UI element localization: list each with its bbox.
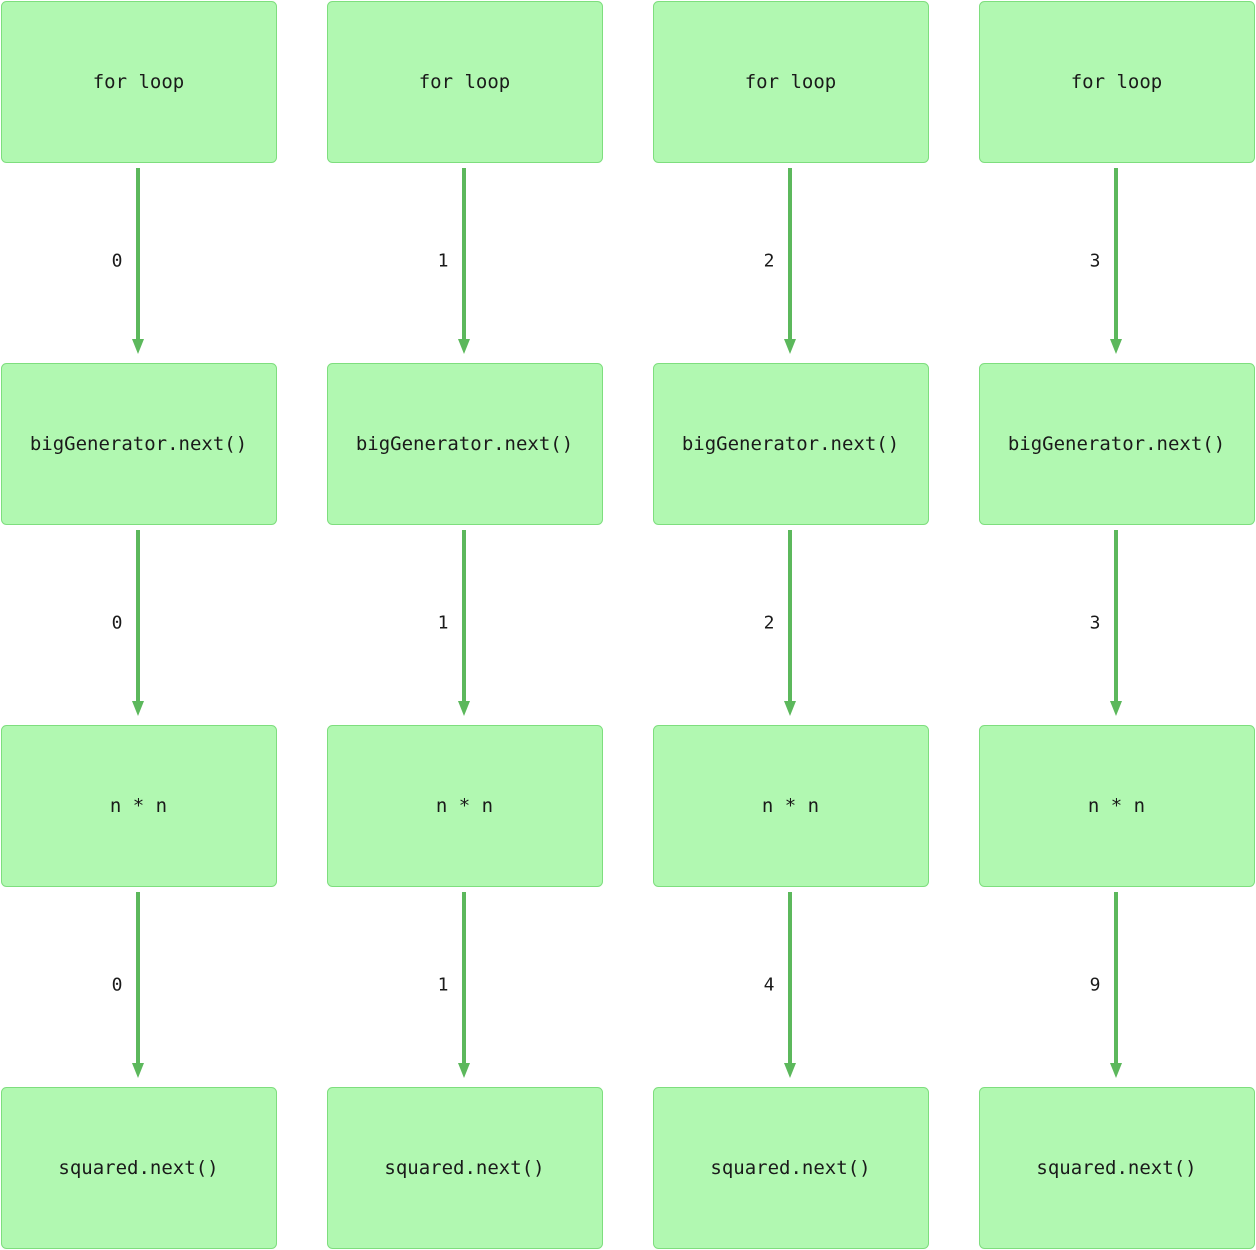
- edge-label: 9: [1090, 975, 1101, 996]
- node-box: [1, 725, 277, 887]
- node-big-generator-next-col1: bigGenerator.next(): [1, 363, 277, 525]
- arrowhead-icon: [784, 701, 796, 716]
- edge-label: 0: [112, 613, 123, 634]
- edge-label: 0: [112, 975, 123, 996]
- node-label: n * n: [110, 795, 167, 817]
- node-label: squared.next(): [58, 1157, 218, 1179]
- edge-label: 2: [764, 613, 775, 634]
- node-for-loop-col1: for loop: [1, 1, 277, 163]
- node-box: [653, 1087, 929, 1249]
- arrowhead-icon: [1110, 339, 1122, 354]
- edge-for-to-generator-col2: 1: [438, 168, 470, 354]
- edge-label: 1: [438, 251, 449, 272]
- node-for-loop-col3: for loop: [653, 1, 929, 163]
- node-label: n * n: [436, 795, 493, 817]
- node-label: n * n: [762, 795, 819, 817]
- node-box: [653, 1, 929, 163]
- node-box: [979, 1, 1255, 163]
- edge-square-to-squared-col1: 0: [112, 892, 144, 1078]
- node-squared-next-col2: squared.next(): [327, 1087, 603, 1249]
- arrowhead-icon: [458, 339, 470, 354]
- node-label: bigGenerator.next(): [1008, 433, 1225, 455]
- edge-generator-to-square-col2: 1: [438, 530, 470, 716]
- arrowhead-icon: [132, 339, 144, 354]
- arrowhead-icon: [132, 701, 144, 716]
- edge-square-to-squared-col2: 1: [438, 892, 470, 1078]
- arrowhead-icon: [784, 1063, 796, 1078]
- node-label: for loop: [419, 71, 511, 93]
- node-label: bigGenerator.next(): [30, 433, 247, 455]
- node-label: squared.next(): [384, 1157, 544, 1179]
- node-box: [653, 363, 929, 525]
- edge-for-to-generator-col3: 2: [764, 168, 796, 354]
- edge-label: 3: [1090, 251, 1101, 272]
- edge-label: 3: [1090, 613, 1101, 634]
- arrowhead-icon: [458, 701, 470, 716]
- node-big-generator-next-col4: bigGenerator.next(): [979, 363, 1255, 525]
- node-label: bigGenerator.next(): [356, 433, 573, 455]
- node-big-generator-next-col2: bigGenerator.next(): [327, 363, 603, 525]
- node-squared-next-col3: squared.next(): [653, 1087, 929, 1249]
- node-label: squared.next(): [1036, 1157, 1196, 1179]
- edge-generator-to-square-col3: 2: [764, 530, 796, 716]
- edge-square-to-squared-col3: 4: [764, 892, 796, 1078]
- arrowhead-icon: [458, 1063, 470, 1078]
- node-squared-next-col4: squared.next(): [979, 1087, 1255, 1249]
- arrowhead-icon: [132, 1063, 144, 1078]
- edge-square-to-squared-col4: 9: [1090, 892, 1122, 1078]
- node-box: [979, 725, 1255, 887]
- node-squared-next-col1: squared.next(): [1, 1087, 277, 1249]
- node-label: squared.next(): [710, 1157, 870, 1179]
- arrowhead-icon: [1110, 1063, 1122, 1078]
- node-label: for loop: [745, 71, 837, 93]
- node-for-loop-col4: for loop: [979, 1, 1255, 163]
- node-box: [1, 1, 277, 163]
- node-box: [327, 363, 603, 525]
- arrowhead-icon: [784, 339, 796, 354]
- edge-generator-to-square-col4: 3: [1090, 530, 1122, 716]
- node-big-generator-next-col3: bigGenerator.next(): [653, 363, 929, 525]
- node-label: bigGenerator.next(): [682, 433, 899, 455]
- node-box: [1, 1087, 277, 1249]
- edge-label: 1: [438, 613, 449, 634]
- arrowhead-icon: [1110, 701, 1122, 716]
- edge-label: 2: [764, 251, 775, 272]
- edge-for-to-generator-col1: 0: [112, 168, 144, 354]
- node-box: [653, 725, 929, 887]
- edge-generator-to-square-col1: 0: [112, 530, 144, 716]
- node-n-times-n-col4: n * n: [979, 725, 1255, 887]
- node-n-times-n-col2: n * n: [327, 725, 603, 887]
- node-box: [1, 363, 277, 525]
- node-box: [327, 725, 603, 887]
- node-box: [979, 363, 1255, 525]
- node-box: [327, 1087, 603, 1249]
- edge-for-to-generator-col4: 3: [1090, 168, 1122, 354]
- node-for-loop-col2: for loop: [327, 1, 603, 163]
- edge-label: 0: [112, 251, 123, 272]
- edge-label: 4: [764, 975, 775, 996]
- node-n-times-n-col1: n * n: [1, 725, 277, 887]
- node-box: [327, 1, 603, 163]
- node-n-times-n-col3: n * n: [653, 725, 929, 887]
- node-label: n * n: [1088, 795, 1145, 817]
- node-label: for loop: [1071, 71, 1163, 93]
- node-box: [979, 1087, 1255, 1249]
- edge-label: 1: [438, 975, 449, 996]
- node-label: for loop: [93, 71, 185, 93]
